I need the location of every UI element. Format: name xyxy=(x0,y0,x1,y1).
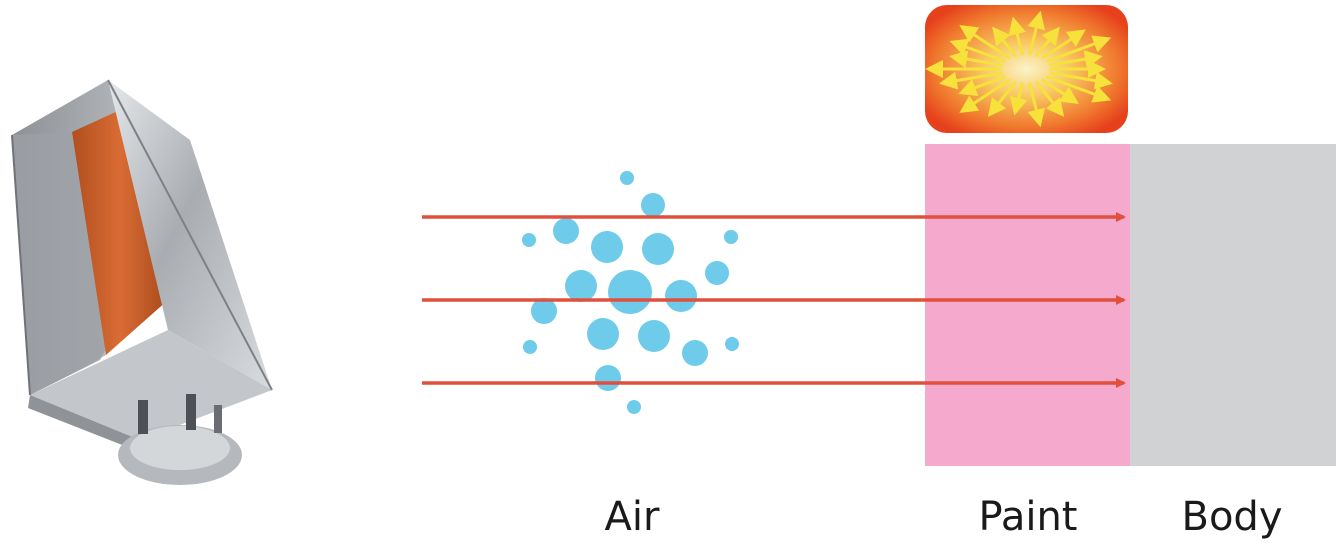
heat-arrow xyxy=(987,80,1017,117)
heat-arrow xyxy=(1041,78,1079,104)
body-label: Body xyxy=(1181,494,1283,540)
air-particle xyxy=(724,230,738,244)
air-particle xyxy=(725,337,739,351)
air-particle xyxy=(620,171,634,185)
air-particle xyxy=(665,280,697,312)
heat-arrow xyxy=(1049,71,1113,90)
air-particle xyxy=(553,218,579,244)
heat-arrow xyxy=(1009,82,1028,116)
air-particle xyxy=(565,270,597,302)
heat-arrow xyxy=(1035,80,1065,117)
heat-arrow xyxy=(1041,29,1086,60)
paint-label: Paint xyxy=(978,494,1078,540)
air-particle xyxy=(642,233,674,265)
air-particle xyxy=(587,318,619,350)
air-particle xyxy=(523,340,537,354)
heat-arrow xyxy=(949,50,1003,68)
heat-radiation-icon xyxy=(925,5,1128,133)
air-particles xyxy=(522,171,739,414)
air-particle xyxy=(591,231,623,263)
air-particle xyxy=(595,365,621,391)
air-particle xyxy=(608,270,652,314)
heat-arrow xyxy=(958,75,1006,97)
air-particle xyxy=(522,233,536,247)
air-particle xyxy=(641,193,665,217)
infrared-heater-icon xyxy=(0,78,282,498)
heat-arrow xyxy=(959,25,1011,60)
heat-arrow xyxy=(992,26,1017,58)
air-particle xyxy=(682,340,708,366)
heat-arrow xyxy=(1049,50,1103,68)
air-label: Air xyxy=(604,494,660,540)
heat-arrow xyxy=(939,71,1003,90)
heat-arrow xyxy=(1027,82,1045,128)
heat-arrow xyxy=(1008,16,1026,56)
infrared-rays xyxy=(422,212,1126,388)
body-layer xyxy=(1130,144,1336,466)
heat-arrow xyxy=(959,78,1011,113)
air-particle xyxy=(531,298,557,324)
heat-arrow xyxy=(1046,35,1112,63)
heat-arrow xyxy=(949,38,1006,63)
paint-layer xyxy=(925,144,1130,466)
air-particle xyxy=(627,400,641,414)
heat-arrow xyxy=(1035,26,1060,58)
air-particle xyxy=(705,261,729,285)
air-particle xyxy=(638,320,670,352)
heat-arrow xyxy=(1027,10,1045,56)
